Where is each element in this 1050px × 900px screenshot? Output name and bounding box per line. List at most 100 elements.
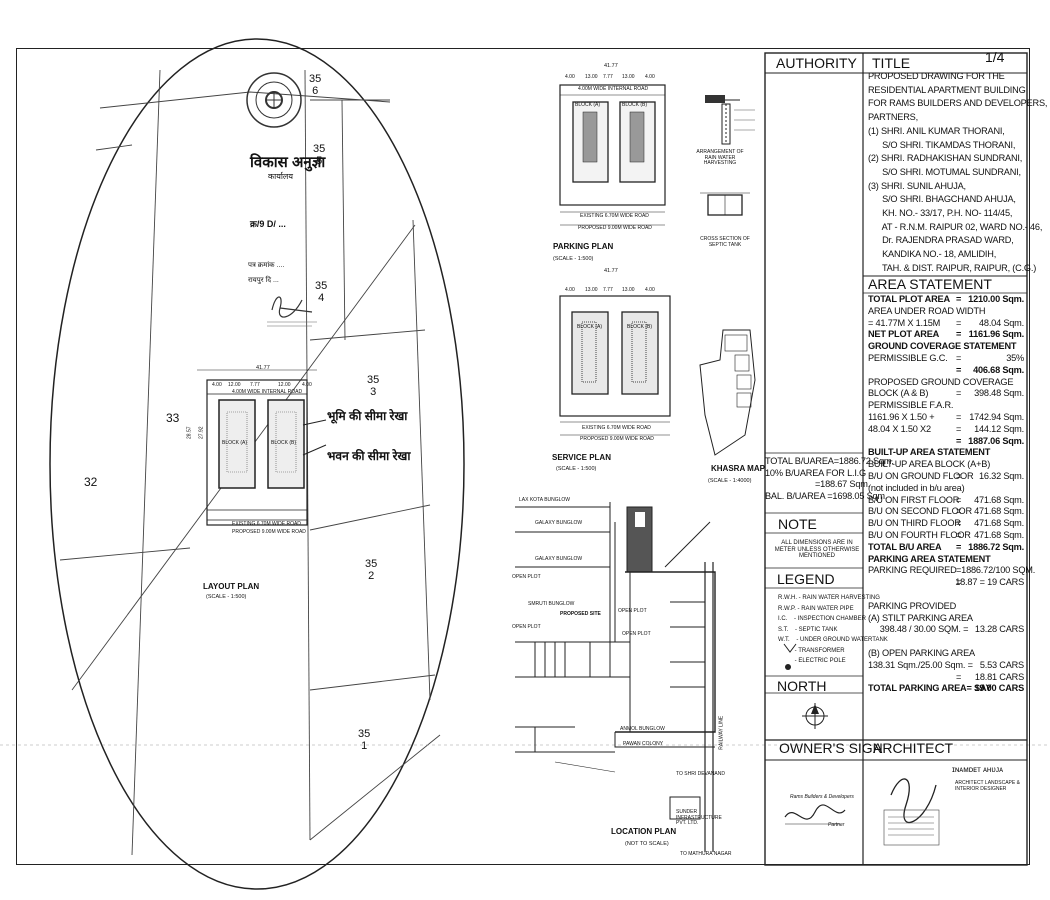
- title-block-frame: [764, 52, 1028, 866]
- stamp-title: विकास अनुज्ञा: [250, 154, 326, 171]
- dim-label: 12.00: [278, 382, 291, 388]
- area-row-value: 406.68 Sqm.: [973, 364, 1024, 375]
- area-row-label: PARKING AREA STATEMENT: [868, 553, 991, 564]
- area-row-label: B/U ON THIRD FLOOR: [868, 518, 961, 529]
- area-row-label: 48.04 X 1.50 X2: [868, 423, 931, 434]
- area-row: =1887.06 Sqm.: [868, 436, 1026, 448]
- location-plan-drawing: [515, 502, 716, 852]
- area-row: PERMISSIBLE G.C.=35%: [868, 353, 1026, 365]
- title-line: PROPOSED DRAWING FOR THE: [868, 71, 1005, 81]
- area-row: TOTAL PLOT AREA=1210.00 Sqm.: [868, 294, 1026, 306]
- area-row-value: 18.87 = 19 CARS: [955, 577, 1024, 588]
- legend-item: W.T. - UNDER GROUND WATERTANK: [778, 637, 888, 643]
- area-row-operator: =: [956, 352, 962, 363]
- area-row-label: B/U ON FOURTH FLOOR: [868, 529, 971, 540]
- stamp-line: क्र/9 D/ ...: [250, 219, 286, 229]
- service-plan-scale: (SCALE - 1:500): [556, 466, 597, 472]
- area-row-label: PARKING REQUIRED: [868, 565, 957, 576]
- title-line: PARTNERS,: [868, 112, 918, 123]
- legend-item: S.T. - SEPTIC TANK: [778, 626, 838, 633]
- area-row-label: B/U ON FIRST FLOOR: [868, 494, 960, 505]
- plot-number: 32: [84, 475, 98, 489]
- rwh-label: ARRANGEMENT OF RAIN WATER HARVESTING: [696, 149, 744, 166]
- dim-label: 41.77: [256, 365, 270, 371]
- area-row: PARKING PROVIDED: [868, 601, 1026, 613]
- area-row: PARKING REQUIRED=1886.72/100 SQM.: [868, 565, 1035, 577]
- area-row-label: B/U ON SECOND FLOOR: [868, 506, 972, 517]
- area-row-label: TOTAL PARKING AREA= SAY: [868, 683, 992, 694]
- area-row-label: PROPOSED GROUND COVERAGE: [868, 376, 1014, 387]
- area-row-operator: =: [956, 529, 962, 540]
- title-line: (1) SHRI. ANIL KUMAR THORANI,: [868, 125, 1005, 136]
- title-line: (3) SHRI. SUNIL AHUJA,: [868, 180, 966, 191]
- road-label: PROPOSED 9.00M WIDE ROAD: [580, 436, 654, 442]
- area-row-label: BUILT-UP AREA STATEMENT: [868, 447, 991, 458]
- area-row-label: (A) STILT PARKING AREA: [868, 612, 973, 623]
- location-label: OPEN PLOT: [512, 624, 541, 630]
- owner-sign-header: OWNER'S SIGN: [779, 740, 883, 756]
- area-row: 48.04 X 1.50 X2=144.12 Sqm.: [868, 424, 1026, 436]
- owner-firm: Rams Builders & Developers: [790, 794, 854, 800]
- area-row: =18.87 = 19 CARS: [868, 577, 1026, 589]
- area-row-operator: =: [956, 388, 962, 399]
- area-row-value: 19.00 CARS: [974, 683, 1024, 694]
- area-row-operator: =: [956, 435, 962, 446]
- parking-plan-title: PARKING PLAN: [553, 242, 614, 251]
- note-header: NOTE: [778, 516, 817, 532]
- location-label: GALAXY BUNGLOW: [535, 556, 583, 562]
- area-row: =18.81 CARS: [868, 672, 1026, 684]
- dim-label: 13.00: [622, 74, 635, 80]
- stamp-line: रायपुर दि ...: [248, 277, 279, 284]
- area-row-label: = 41.77M X 1.15M: [868, 317, 941, 328]
- plot-number: 35 3: [367, 374, 380, 399]
- dim-label: 28.57: [186, 426, 193, 440]
- area-row: GROUND COVERAGE STATEMENT: [868, 341, 1026, 353]
- layout-plan-scale: (SCALE - 1:500): [206, 594, 247, 600]
- area-row-operator: =: [956, 494, 962, 505]
- block-label: BLOCK (A): [577, 324, 603, 330]
- area-statement-header: AREA STATEMENT: [868, 276, 992, 292]
- plot-number: 35 4: [315, 280, 328, 305]
- road-label: EXISTING 6.70M WIDE ROAD: [580, 213, 649, 219]
- partner-label: Partner: [828, 822, 845, 828]
- area-row-value: 471.68 Sqm.: [974, 506, 1024, 517]
- title-line: S/O SHRI. MOTUMAL SUNDRANI,: [868, 166, 1021, 177]
- title-line: FOR RAMS BUILDERS AND DEVELOPERS,: [868, 98, 1048, 109]
- dim-label: 41.77: [604, 63, 618, 69]
- area-row-value: 471.68 Sqm.: [974, 518, 1024, 529]
- location-label: SMRUTI BUNGLOW: [528, 601, 575, 607]
- service-plan-drawing: [559, 295, 671, 436]
- dim-label: 7.77: [603, 287, 613, 293]
- area-row-label: PERMISSIBLE F.A.R.: [868, 400, 954, 411]
- lig-line: 10% B/UAREA FOR L.I.G: [765, 467, 866, 478]
- block-label: BLOCK (B): [622, 102, 648, 108]
- area-row-value: 48.04 Sqm.: [979, 317, 1024, 328]
- dim-label: 7.77: [603, 74, 613, 80]
- area-row: PARKING AREA STATEMENT: [868, 554, 1026, 566]
- title-header: TITLE: [872, 55, 911, 71]
- block-label: BLOCK (B): [271, 440, 297, 446]
- architect-name: ɪɴᴀᴍᴅᴇᴛ ᴀʜᴜᴊᴀ: [952, 765, 1004, 774]
- location-label: OPEN PLOT: [618, 608, 647, 614]
- block-label: BLOCK (A): [222, 440, 248, 446]
- area-row-label: B/U ON GROUND FLOOR: [868, 470, 974, 481]
- dim-label: 13.00: [585, 287, 598, 293]
- location-label: OPEN PLOT: [622, 631, 651, 637]
- area-row-value: 1210.00 Sqm.: [968, 294, 1024, 304]
- dim-label: 4.00: [645, 74, 655, 80]
- area-row-operator: =: [956, 671, 962, 682]
- area-row: PERMISSIBLE F.A.R.: [868, 400, 1026, 412]
- area-row: TOTAL B/U AREA=1886.72 Sqm.: [868, 542, 1026, 554]
- area-row: = 41.77M X 1.15M=48.04 Sqm.: [868, 318, 1026, 330]
- area-row-operator: =: [956, 329, 962, 340]
- area-row: [868, 589, 1026, 601]
- area-row: =406.68 Sqm.: [868, 365, 1026, 377]
- dim-label: 4.00: [212, 382, 222, 388]
- location-label: PAWAN COLONY: [623, 741, 664, 747]
- area-row-value: 1742.94 Sqm.: [969, 411, 1024, 422]
- area-row-operator: =: [956, 518, 962, 529]
- area-row-label: GROUND COVERAGE STATEMENT: [868, 341, 1017, 352]
- area-row-value: 398.48 Sqm.: [974, 388, 1024, 399]
- location-label: ANMOL BUNGLOW: [620, 726, 665, 732]
